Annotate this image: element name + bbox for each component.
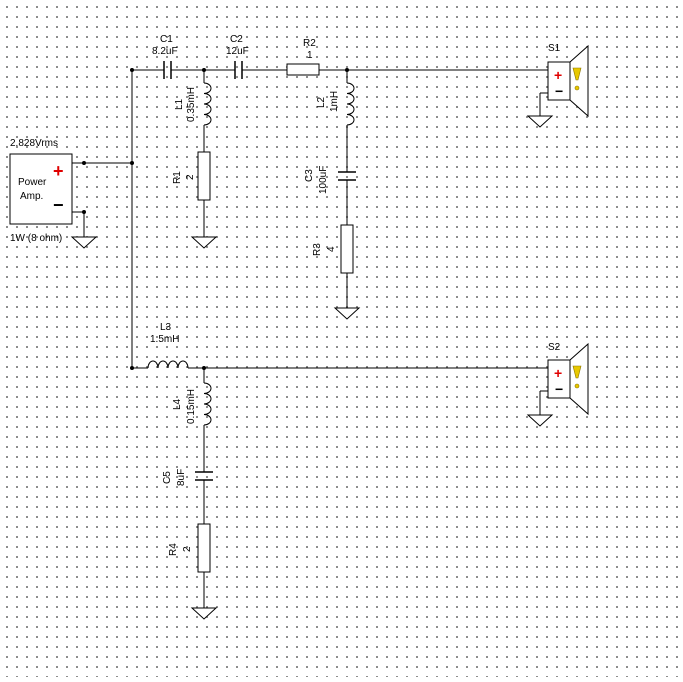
c3-ref: C3 (304, 169, 315, 182)
ground-r1 (190, 236, 218, 249)
c3-value: 100uF (318, 166, 329, 194)
resistor-r4[interactable]: R4 2 (168, 523, 211, 573)
l1-ref: L1 (174, 98, 185, 110)
l2-value: 1mH (329, 91, 340, 112)
capacitor-c5[interactable]: C5 8uF (162, 469, 213, 486)
inductor-l2[interactable]: L2 1mH (316, 82, 355, 126)
capacitor-c3[interactable]: C3 100uF (304, 166, 356, 194)
inductor-l4[interactable]: L4 0.15mH (172, 382, 212, 426)
l4-ref: L4 (172, 398, 183, 410)
junctions (82, 68, 349, 370)
c5-ref: C5 (162, 471, 173, 484)
wires (72, 69, 548, 608)
speaker-s1[interactable]: S1 + − (547, 43, 589, 118)
power-amp-label-2: Amp. (20, 191, 43, 202)
s2-ref: S2 (548, 342, 561, 353)
c5-value: 8uF (176, 469, 187, 486)
junction-dot (202, 68, 206, 72)
resistor-r3[interactable]: R3 4 (312, 224, 354, 274)
speaker-s2[interactable]: S2 + − (547, 342, 589, 416)
plus-terminal: + (53, 161, 64, 181)
l3-ref: L3 (160, 322, 172, 333)
junction-dot (202, 366, 206, 370)
l4-value: 0.15mH (186, 389, 197, 424)
s1-plus: + (554, 67, 562, 83)
r4-ref: R4 (168, 543, 179, 556)
capacitor-c1[interactable]: C1 8.2uF (152, 34, 178, 79)
r2-value: 1 (307, 50, 313, 61)
resistor-r2[interactable]: R2 1 (286, 38, 320, 76)
ground-source (70, 232, 98, 249)
junction-dot (82, 210, 86, 214)
s2-plus: + (554, 365, 562, 381)
ground-r4 (190, 607, 218, 620)
capacitor-c2[interactable]: C2 12uF (226, 34, 249, 79)
r2-ref: R2 (303, 38, 316, 49)
ground-s2 (526, 414, 554, 427)
power-amp-label-1: Power (18, 177, 47, 188)
l2-ref: L2 (316, 96, 327, 108)
inductor-l1[interactable]: L1 0.35mH (174, 82, 212, 126)
junction-dot (130, 366, 134, 370)
s2-minus: − (555, 381, 563, 397)
source-voltage: 2.828Vrms (10, 138, 58, 149)
s1-ref: S1 (548, 43, 561, 54)
c1-ref: C1 (160, 34, 173, 45)
l1-value: 0.35mH (186, 87, 197, 122)
junction-dot (345, 68, 349, 72)
power-amp-source[interactable]: 2.828Vrms Power Amp. + − 1W (8 ohm) (9, 138, 73, 244)
source-power-note: 1W (8 ohm) (10, 233, 62, 244)
junction-dot (82, 161, 86, 165)
inductor-l3[interactable]: L3 1.5mH (147, 322, 189, 369)
resistor-r1[interactable]: R1 2 (172, 151, 211, 201)
ground-s1 (526, 115, 554, 128)
r1-value: 2 (185, 174, 196, 180)
r3-ref: R3 (312, 243, 323, 256)
s1-minus: − (555, 83, 563, 99)
junction-dot (130, 68, 134, 72)
c2-value: 12uF (226, 46, 249, 57)
c2-ref: C2 (230, 34, 243, 45)
r3-value: 4 (326, 246, 337, 252)
power-amp-box (9, 153, 73, 225)
c1-value: 8.2uF (152, 46, 178, 57)
r1-ref: R1 (172, 171, 183, 184)
ground-r3 (333, 307, 361, 320)
l3-value: 1.5mH (150, 334, 179, 345)
r4-value: 2 (182, 546, 193, 552)
junction-dot (130, 161, 134, 165)
minus-terminal: − (53, 195, 64, 215)
